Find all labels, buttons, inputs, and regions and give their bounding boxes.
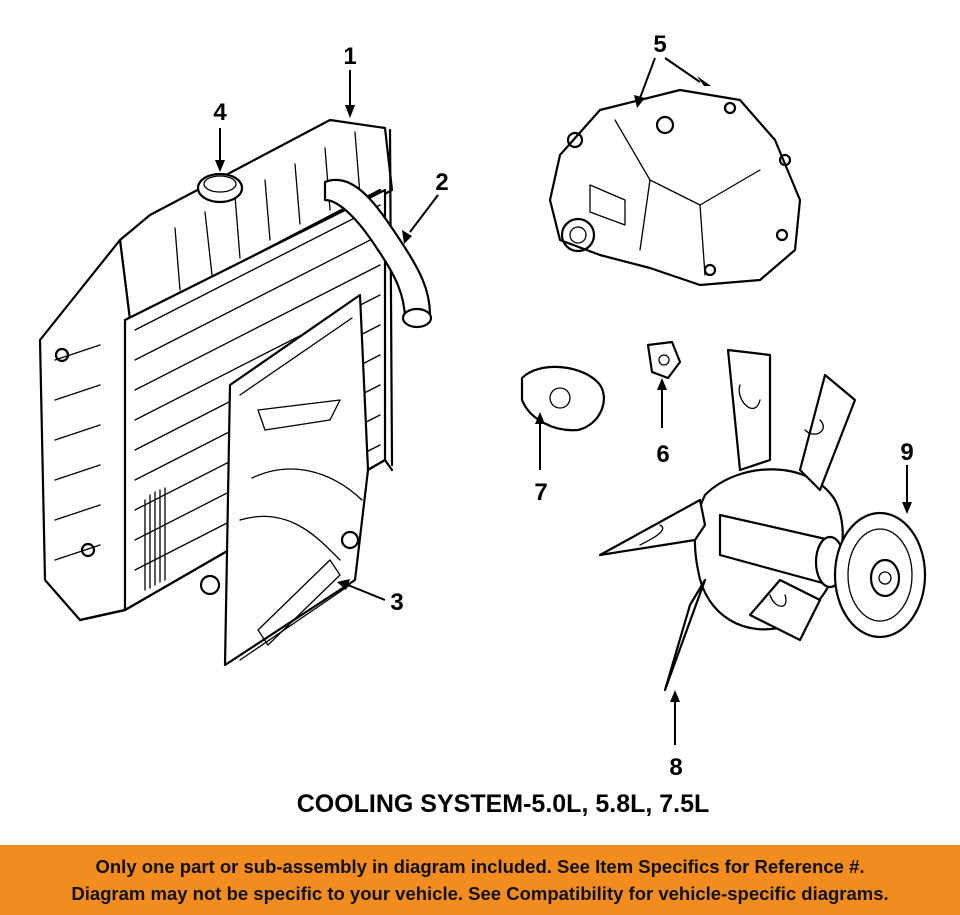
callout-3: 3 bbox=[390, 589, 403, 616]
callout-leaders bbox=[215, 57, 912, 745]
disclaimer-line-2: Diagram may not be specific to your vehi… bbox=[71, 883, 889, 904]
fan-shroud bbox=[223, 293, 370, 667]
callout-9: 9 bbox=[900, 439, 913, 466]
callout-1: 1 bbox=[343, 43, 356, 70]
callout-6: 6 bbox=[656, 441, 669, 468]
fan-clutch bbox=[718, 511, 927, 639]
disclaimer-banner: Only one part or sub-assembly in diagram… bbox=[0, 845, 960, 915]
radiator-cap bbox=[196, 172, 244, 204]
water-pump bbox=[548, 88, 802, 287]
thermostat-housing bbox=[646, 340, 682, 380]
upper-hose bbox=[323, 178, 433, 329]
callout-4: 4 bbox=[213, 99, 227, 126]
gasket bbox=[520, 365, 605, 432]
callout-8: 8 bbox=[669, 754, 682, 781]
disclaimer-line-1: Only one part or sub-assembly in diagram… bbox=[95, 856, 865, 877]
diagram-title: COOLING SYSTEM-5.0L, 5.8L, 7.5L bbox=[297, 790, 710, 818]
callout-2: 2 bbox=[435, 169, 448, 196]
parts-diagram: 1 2 3 4 5 6 7 8 9 COOLING SYSTEM-5.0L, 5… bbox=[38, 31, 927, 818]
callout-5: 5 bbox=[653, 31, 666, 58]
callout-7: 7 bbox=[534, 479, 547, 506]
